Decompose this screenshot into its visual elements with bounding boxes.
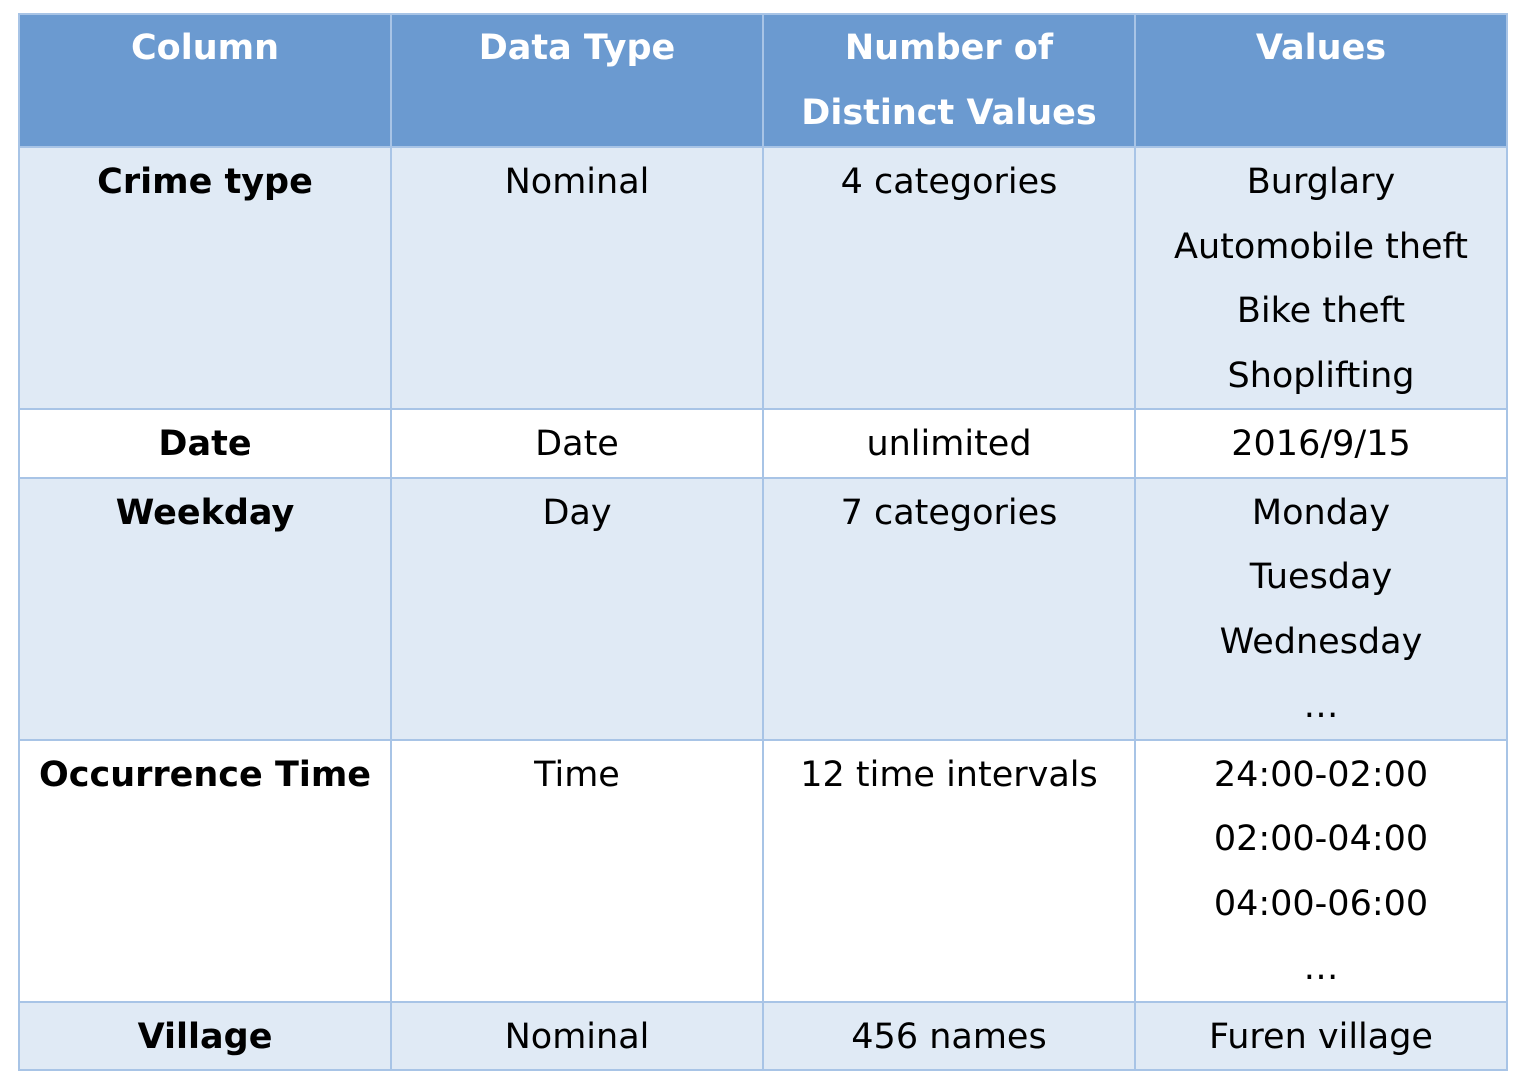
header-data-type: Data Type: [390, 13, 764, 148]
cell-distinct-values: 456 names: [762, 1000, 1136, 1071]
data-dictionary-table: Column Data Type Number of Distinct Valu…: [18, 13, 1508, 1071]
cell-distinct-values: unlimited: [762, 408, 1136, 479]
table-row: Crime type Nominal 4 categories Burglary…: [18, 146, 1508, 410]
header-values-label: Values: [1255, 28, 1387, 68]
table-row: Village Nominal 456 names Furen village: [18, 1000, 1508, 1071]
cell-values: Burglary Automobile theft Bike theft Sho…: [1134, 146, 1508, 410]
cell-distinct-values: 12 time intervals: [762, 738, 1136, 1003]
value-item: …: [1303, 948, 1339, 988]
cell-column-name: Occurrence Time: [18, 738, 392, 1003]
value-item: Furen village: [1209, 1016, 1433, 1057]
table-row: Weekday Day 7 categories Monday Tuesday …: [18, 476, 1508, 741]
header-column-label: Column: [130, 28, 280, 68]
cell-column-name: Date: [18, 408, 392, 479]
cell-values: 2016/9/15: [1134, 408, 1508, 479]
cell-column-name: Crime type: [18, 146, 392, 410]
cell-data-type: Day: [390, 476, 764, 741]
table-row: Occurrence Time Time 12 time intervals 2…: [18, 738, 1508, 1003]
value-item: Automobile theft: [1174, 226, 1468, 267]
header-distinct-values: Number of Distinct Values: [762, 13, 1136, 148]
cell-column-name: Weekday: [18, 476, 392, 741]
cell-values: Furen village: [1134, 1000, 1508, 1071]
value-item: Burglary: [1246, 162, 1396, 202]
cell-data-type: Nominal: [390, 1000, 764, 1071]
header-distinct-values-line-2: Distinct Values: [801, 92, 1097, 133]
value-item: Wednesday: [1219, 621, 1423, 662]
cell-values: 24:00-02:00 02:00-04:00 04:00-06:00 …: [1134, 738, 1508, 1003]
table-body: Crime type Nominal 4 categories Burglary…: [18, 146, 1508, 1071]
header-values: Values: [1134, 13, 1508, 148]
value-item: 02:00-04:00: [1213, 819, 1429, 859]
value-item: …: [1303, 686, 1339, 726]
cell-distinct-values: 4 categories: [762, 146, 1136, 410]
header-distinct-values-line-1: Number of: [844, 28, 1054, 68]
cell-distinct-values: 7 categories: [762, 476, 1136, 741]
header-data-type-label: Data Type: [478, 28, 676, 68]
cell-data-type: Date: [390, 408, 764, 479]
table-row: Date Date unlimited 2016/9/15: [18, 408, 1508, 479]
cell-data-type: Time: [390, 738, 764, 1003]
value-item: Shoplifting: [1227, 355, 1415, 396]
value-item: Bike theft: [1236, 291, 1406, 331]
cell-column-name: Village: [18, 1000, 392, 1071]
cell-data-type: Nominal: [390, 146, 764, 410]
value-item: 24:00-02:00: [1213, 754, 1429, 795]
value-item: 2016/9/15: [1231, 424, 1411, 464]
cell-values: Monday Tuesday Wednesday …: [1134, 476, 1508, 741]
value-item: 04:00-06:00: [1213, 883, 1429, 924]
header-row: Column Data Type Number of Distinct Valu…: [18, 13, 1508, 148]
data-dictionary-table-wrap: Column Data Type Number of Distinct Valu…: [18, 13, 1508, 1071]
header-column: Column: [18, 13, 392, 148]
value-item: Tuesday: [1249, 557, 1393, 597]
table-header: Column Data Type Number of Distinct Valu…: [18, 13, 1508, 148]
value-item: Monday: [1251, 492, 1391, 533]
